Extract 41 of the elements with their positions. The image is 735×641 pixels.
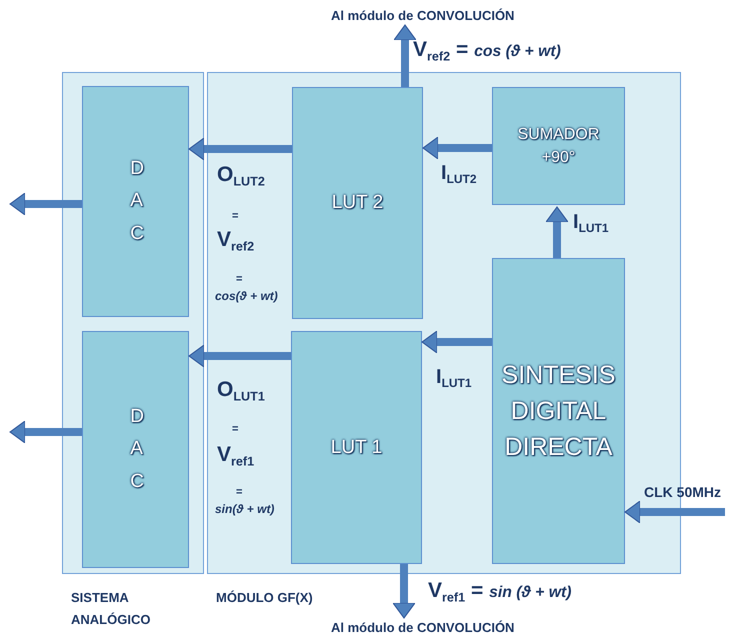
equals-sign: = — [232, 210, 238, 222]
arrow — [546, 206, 568, 258]
adder-block — [492, 87, 625, 205]
block-label: LUT 1 — [330, 436, 382, 460]
equals-sign: = — [236, 486, 242, 498]
arrow — [188, 344, 291, 368]
block-label: SINTESIS DIGITAL DIRECTA — [500, 360, 616, 464]
arrow — [422, 136, 492, 160]
panel-heading: MÓDULO GF(X) — [216, 589, 314, 607]
formula-label: V$_{ref1}$ = sin (ϑ + wt) — [428, 579, 572, 604]
formula-label: V$_{ref2}$ = cos (ϑ + wt) — [413, 38, 561, 64]
arrow — [188, 138, 292, 160]
panel-heading: SISTEMA ANALÓGICO — [71, 589, 152, 629]
lut-block — [292, 87, 423, 319]
signal-label: I$_{LUT1}$ — [573, 211, 609, 236]
signal-label: V$_{ref2}$ — [217, 228, 254, 254]
formula-label: cos(ϑ + wt) — [215, 289, 278, 303]
lut-block — [291, 331, 422, 564]
signal-label: O$_{LUT2}$ — [217, 163, 265, 188]
arrow — [10, 420, 82, 444]
dac-block — [82, 331, 189, 568]
formula-label: sin(ϑ + wt) — [215, 502, 274, 516]
block-label: D A C — [130, 157, 141, 246]
signal-label: O$_{LUT1}$ — [217, 378, 265, 404]
output-text: Al módulo de CONVOLUCIÓN — [331, 8, 514, 23]
arrow — [422, 330, 492, 354]
signal-label: V$_{ref1}$ — [217, 443, 254, 468]
block-label: D A C — [130, 405, 141, 494]
equals-sign: = — [232, 423, 238, 435]
signal-label: I$_{LUT1}$ — [436, 366, 472, 390]
output-text: Al módulo de CONVOLUCIÓN — [331, 620, 514, 635]
arrow — [392, 564, 416, 618]
arrow — [624, 500, 725, 524]
block-label: SUMADOR +90° — [516, 124, 600, 168]
equals-sign: = — [236, 273, 242, 285]
arrow — [394, 24, 416, 87]
block-label: LUT 2 — [332, 191, 384, 216]
dds-block — [492, 258, 625, 564]
arrow — [10, 192, 82, 216]
dac-block — [82, 86, 189, 317]
signal-label: I$_{LUT2}$ — [441, 162, 477, 186]
